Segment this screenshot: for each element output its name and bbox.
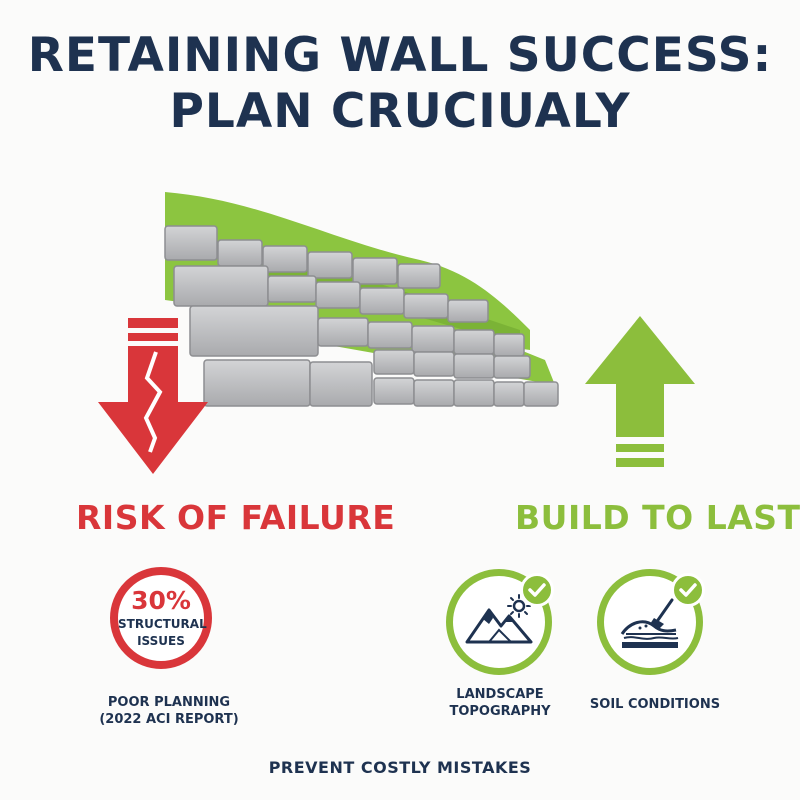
- wall-block: [309, 361, 373, 407]
- wall-block: [373, 377, 415, 405]
- wall-block: [317, 317, 369, 347]
- wall-block: [447, 299, 489, 323]
- title-line-2: PLAN CRUCIUALY: [169, 84, 631, 139]
- wall-block: [493, 333, 525, 357]
- topography-caption-line-1: LANDSCAPE: [456, 687, 544, 702]
- title-line-1: RETAINING WALL SUCCESS:: [27, 28, 773, 83]
- wall-block: [307, 251, 353, 279]
- stat-label-line-2: ISSUES: [137, 634, 185, 648]
- topography-caption-line-2: TOPOGRAPHY: [449, 704, 551, 719]
- risk-caption-line-1: POOR PLANNING: [107, 695, 231, 710]
- wall-block: [359, 287, 405, 315]
- footer-tagline: PREVENT COSTLY MISTAKES: [268, 758, 532, 777]
- check-icon: [520, 573, 554, 607]
- wall-block: [493, 355, 531, 379]
- soil-shovel-icon: [620, 598, 679, 648]
- up-arrow-icon: [585, 316, 695, 467]
- wall-block: [164, 225, 218, 261]
- wall-block: [493, 381, 525, 407]
- build-heading: BUILD TO LAST: [515, 498, 800, 537]
- down-arrow-crack-icon: [98, 318, 208, 474]
- wall-block: [453, 353, 495, 379]
- stat-badge: 30% STRUCTURAL ISSUES: [110, 567, 212, 669]
- wall-block: [523, 381, 559, 407]
- wall-block: [397, 263, 441, 289]
- wall-block: [189, 305, 319, 357]
- stat-value: 30%: [131, 586, 191, 615]
- wall-block: [267, 275, 317, 303]
- topography-caption: LANDSCAPE TOPOGRAPHY: [430, 686, 570, 720]
- wall-block: [173, 265, 269, 307]
- wall-block: [315, 281, 361, 309]
- wall-block: [411, 325, 455, 353]
- check-icon: [671, 573, 705, 607]
- wall-block: [413, 351, 455, 377]
- wall-block: [203, 359, 311, 407]
- wall-block: [453, 379, 495, 407]
- risk-caption-line-2: (2022 ACI REPORT): [99, 712, 239, 727]
- page-title: RETAINING WALL SUCCESS: PLAN CRUCIUALY: [0, 28, 800, 140]
- wall-block: [403, 293, 449, 319]
- wall-block: [453, 329, 495, 355]
- risk-caption: POOR PLANNING (2022 ACI REPORT): [74, 694, 264, 728]
- mountain-sun-icon: [465, 594, 533, 644]
- wall-block: [352, 257, 398, 285]
- wall-block: [373, 349, 415, 375]
- soil-caption: SOIL CONDITIONS: [580, 696, 730, 713]
- stat-label-line-1: STRUCTURAL: [118, 617, 207, 631]
- wall-block: [262, 245, 308, 273]
- retaining-wall: [164, 225, 559, 407]
- soil-caption-line-1: SOIL CONDITIONS: [589, 697, 721, 712]
- wall-block: [413, 379, 455, 407]
- wall-block: [217, 239, 263, 267]
- risk-heading: RISK OF FAILURE: [76, 498, 396, 537]
- wall-block: [367, 321, 413, 349]
